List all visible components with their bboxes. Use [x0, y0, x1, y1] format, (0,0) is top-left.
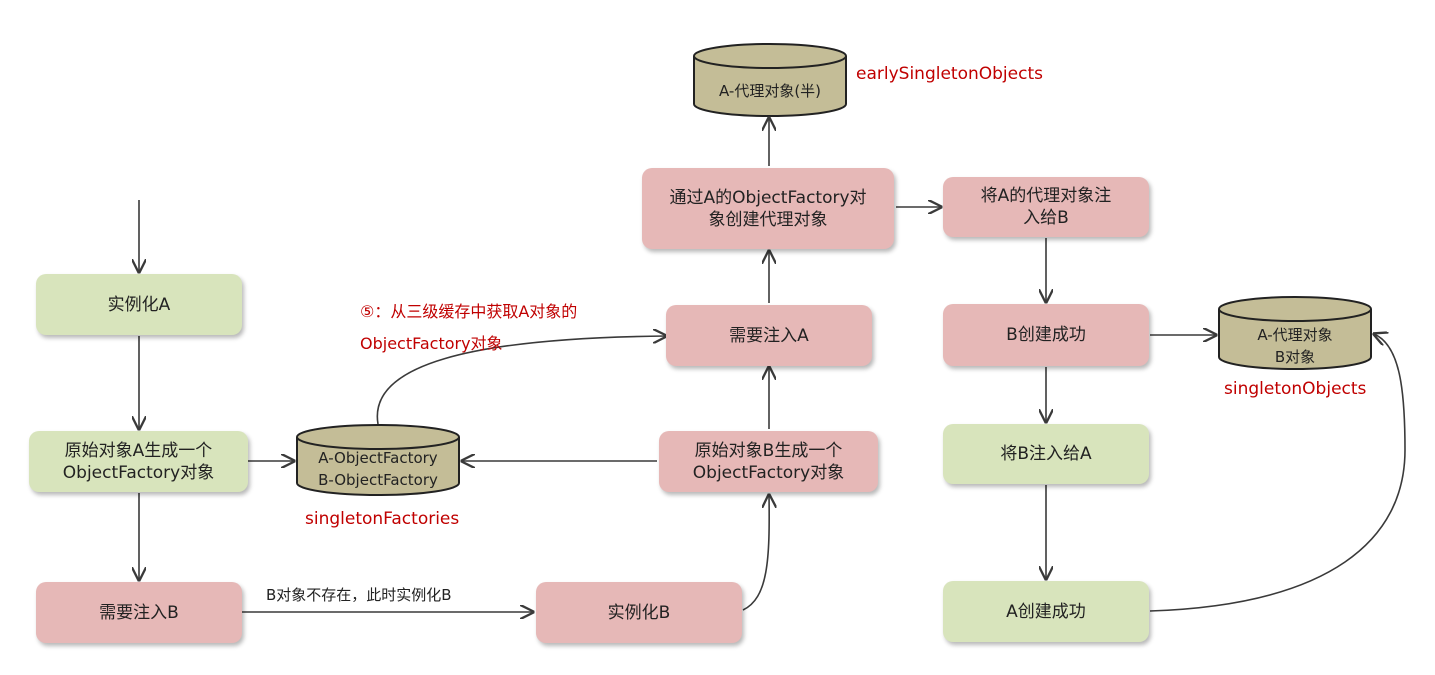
singletons-content: A-代理对象 B对象 — [1257, 326, 1333, 366]
label-singleton-factories: singletonFactories — [305, 509, 460, 529]
cylinder-singletons — [1218, 296, 1372, 370]
label-singleton-objects: singletonObjects — [1224, 379, 1367, 399]
arrow-a-created-to-singletons — [1149, 334, 1406, 612]
early-singletons-content: A-代理对象(半) — [718, 82, 822, 100]
node-need-inject-a: 需要注入A — [666, 305, 872, 366]
node-instantiate-b: 实例化B — [536, 582, 742, 643]
node-create-proxy: 通过A的ObjectFactory对 象创建代理对象 — [642, 168, 894, 249]
annotation-b-missing: B对象不存在，此时实例化B — [266, 586, 452, 604]
annotation-step5-line2: ObjectFactory对象 — [360, 334, 503, 353]
arrow-cache-to-need-a — [376, 336, 666, 425]
cylinder-early-singletons — [693, 43, 847, 117]
node-instantiate-a: 实例化A — [36, 274, 242, 335]
node-a-created: A创建成功 — [943, 581, 1149, 642]
cylinder-singleton-factories — [296, 424, 460, 496]
arrow-inst-b-to-b-factory — [742, 495, 769, 611]
node-b-created: B创建成功 — [943, 304, 1149, 366]
node-b-object-factory: 原始对象B生成一个 ObjectFactory对象 — [659, 431, 878, 492]
node-inject-b-to-a: 将B注入给A — [943, 424, 1149, 484]
node-need-inject-b: 需要注入B — [36, 582, 242, 643]
node-a-object-factory: 原始对象A生成一个 ObjectFactory对象 — [29, 431, 248, 492]
singleton-factories-content: A-ObjectFactory B-ObjectFactory — [318, 449, 438, 489]
annotation-step5-line1: ⑤：从三级缓存中获取A对象的 — [360, 302, 578, 321]
label-early-singleton-objects: earlySingletonObjects — [856, 64, 1043, 84]
node-inject-proxy-to-b: 将A的代理对象注 入给B — [943, 177, 1149, 237]
